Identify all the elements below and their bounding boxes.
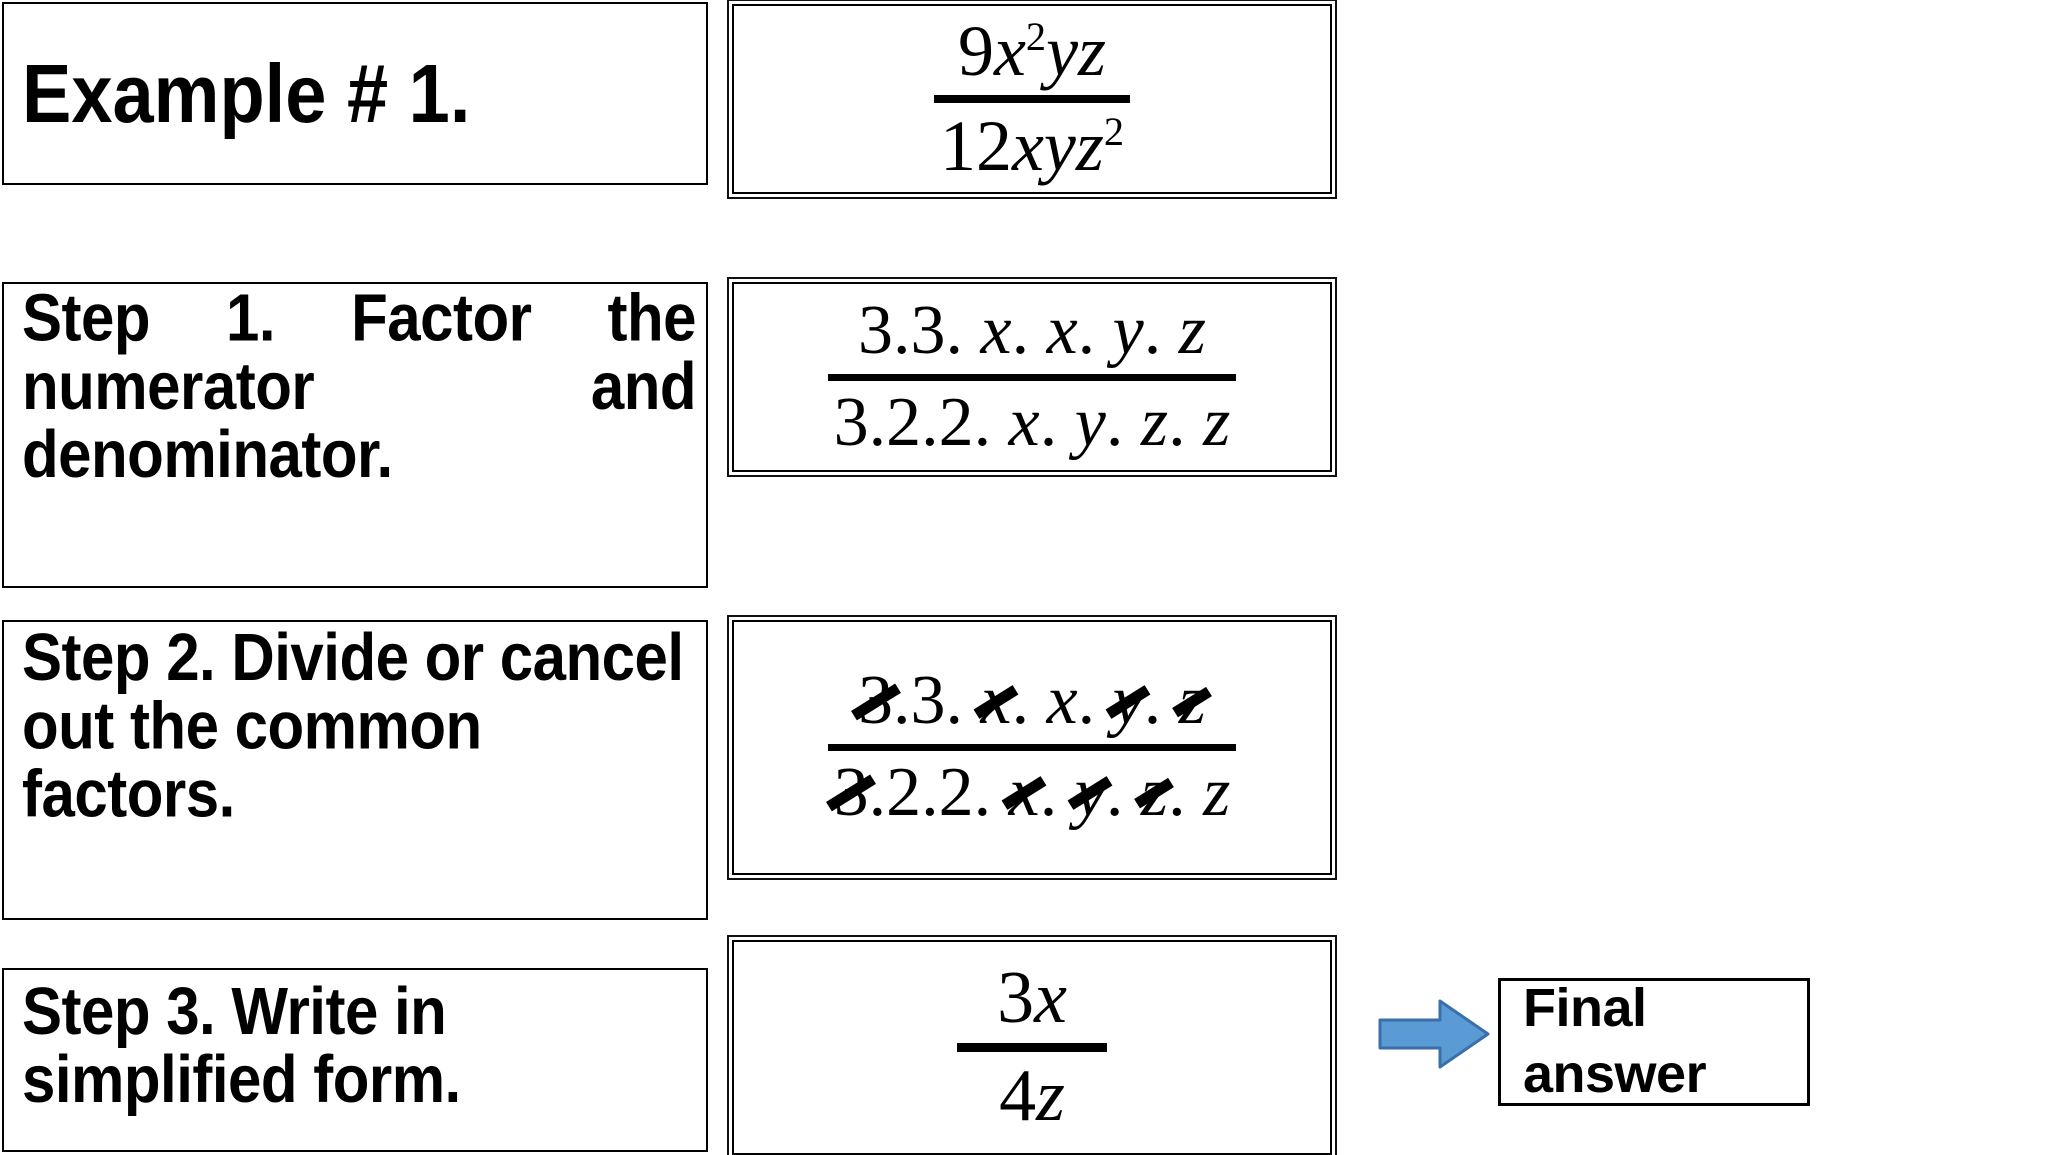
step2-label-box: Step 2. Divide or cancel out the common … <box>2 620 708 920</box>
fraction-bar <box>933 95 1131 103</box>
step1-label-box: Step 1. Factor the numerator and denomin… <box>2 282 708 588</box>
step2-label-text: Step 2. Divide or cancel out the common … <box>22 619 684 832</box>
cancelled-fraction: 3.3. x. x. y. z 3.2.2. x. y. z. z <box>827 662 1237 832</box>
factored-denominator: 3.2.2. x. y. z. z <box>833 383 1231 461</box>
simplified-fraction: 3x 4z <box>957 958 1107 1137</box>
original-numerator: 9x2yz <box>957 11 1107 92</box>
fraction-bar <box>957 1043 1107 1052</box>
simplified-numerator: 3x <box>997 957 1067 1040</box>
final-answer-box: Final answer <box>1498 978 1810 1106</box>
final-answer-line1: Final <box>1523 978 1647 1039</box>
cancelled-expression-box: 3.3. x. x. y. z 3.2.2. x. y. z. z <box>732 620 1332 875</box>
original-fraction: 9x2yz 12xyz2 <box>933 11 1131 186</box>
original-expression-box: 9x2yz 12xyz2 <box>732 4 1332 194</box>
example-label-box: Example # 1. <box>2 2 708 185</box>
fraction-bar <box>827 744 1237 751</box>
step3-label-text: Step 3. Write in simplified form. <box>22 973 461 1117</box>
arrow-right-icon <box>1378 998 1490 1070</box>
final-answer-text: Final answer <box>1523 976 1707 1108</box>
simplified-expression-box: 3x 4z <box>732 940 1332 1155</box>
factored-fraction: 3.3. x. x. y. z 3.2.2. x. y. z. z <box>827 291 1237 462</box>
fraction-bar <box>827 373 1237 381</box>
factored-expression-box: 3.3. x. x. y. z 3.2.2. x. y. z. z <box>732 282 1332 472</box>
example-label-text: Example # 1. <box>22 46 471 140</box>
cancelled-denominator: 3.2.2. x. y. z. z <box>833 754 1231 831</box>
cancelled-numerator: 3.3. x. x. y. z <box>858 662 1206 740</box>
step3-label-box: Step 3. Write in simplified form. <box>2 968 708 1152</box>
simplified-denominator: 4z <box>999 1055 1065 1137</box>
step1-label-text: Step 1. Factor the numerator and denomin… <box>22 279 697 493</box>
factored-numerator: 3.3. x. x. y. z <box>858 291 1206 369</box>
original-denominator: 12xyz2 <box>939 106 1125 186</box>
final-answer-line2: answer <box>1523 1044 1707 1104</box>
